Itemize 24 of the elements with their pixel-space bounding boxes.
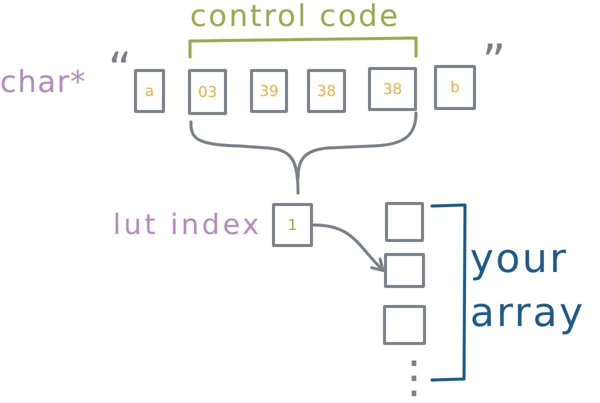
arrow <box>312 224 384 272</box>
character-value: b <box>450 80 460 95</box>
array-slot <box>385 202 424 242</box>
character-box <box>250 69 288 113</box>
array-slot <box>384 253 425 288</box>
character-box <box>307 69 346 113</box>
character-box <box>368 67 417 111</box>
array-slot <box>383 305 426 345</box>
character-box <box>434 65 476 110</box>
index-value: 1 <box>288 218 298 232</box>
ellipsis: ⋮ <box>392 356 436 400</box>
bracket-label: control code <box>190 2 400 32</box>
character-value: a <box>144 84 154 98</box>
character-value: 39 <box>259 84 279 98</box>
character-value: 38 <box>382 82 402 96</box>
character-value: 03 <box>198 84 218 100</box>
quote-mark: “ <box>108 46 132 92</box>
quote-mark: ” <box>482 38 506 84</box>
character-box <box>134 69 165 113</box>
type-label: char* <box>0 68 86 98</box>
index-label: lut index <box>112 211 262 239</box>
character-value: 38 <box>316 84 336 98</box>
bracket-label: your array <box>470 235 586 338</box>
character-box <box>188 69 227 115</box>
